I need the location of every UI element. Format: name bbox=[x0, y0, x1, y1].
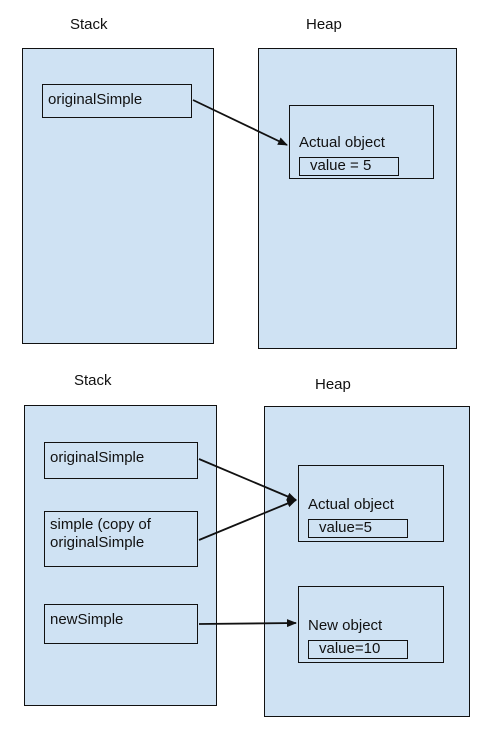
top-object-label: Actual object bbox=[299, 134, 385, 151]
top-object-value: value = 5 bbox=[299, 157, 399, 176]
bottom-var-new-simple: newSimple bbox=[44, 604, 198, 644]
top-heap-panel bbox=[258, 48, 457, 349]
bottom-object-actual-value: value=5 bbox=[308, 519, 408, 538]
bottom-heap-object-new: New object value=10 bbox=[298, 586, 444, 663]
bottom-stack-title: Stack bbox=[74, 372, 112, 389]
bottom-object-new-label: New object bbox=[308, 617, 383, 634]
bottom-object-new-value: value=10 bbox=[308, 640, 408, 659]
bottom-heap-panel bbox=[264, 406, 470, 717]
bottom-var-simple-copy: simple (copy of originalSimple bbox=[44, 511, 198, 567]
top-heap-title: Heap bbox=[306, 16, 342, 33]
top-var-original-simple: originalSimple bbox=[42, 84, 192, 118]
bottom-object-actual-label: Actual object bbox=[308, 496, 394, 513]
bottom-heap-object-actual: Actual object value=5 bbox=[298, 465, 444, 542]
top-heap-object-actual: Actual object value = 5 bbox=[289, 105, 434, 179]
bottom-heap-title: Heap bbox=[315, 376, 351, 393]
top-stack-title: Stack bbox=[70, 16, 108, 33]
bottom-var-original-simple: originalSimple bbox=[44, 442, 198, 479]
